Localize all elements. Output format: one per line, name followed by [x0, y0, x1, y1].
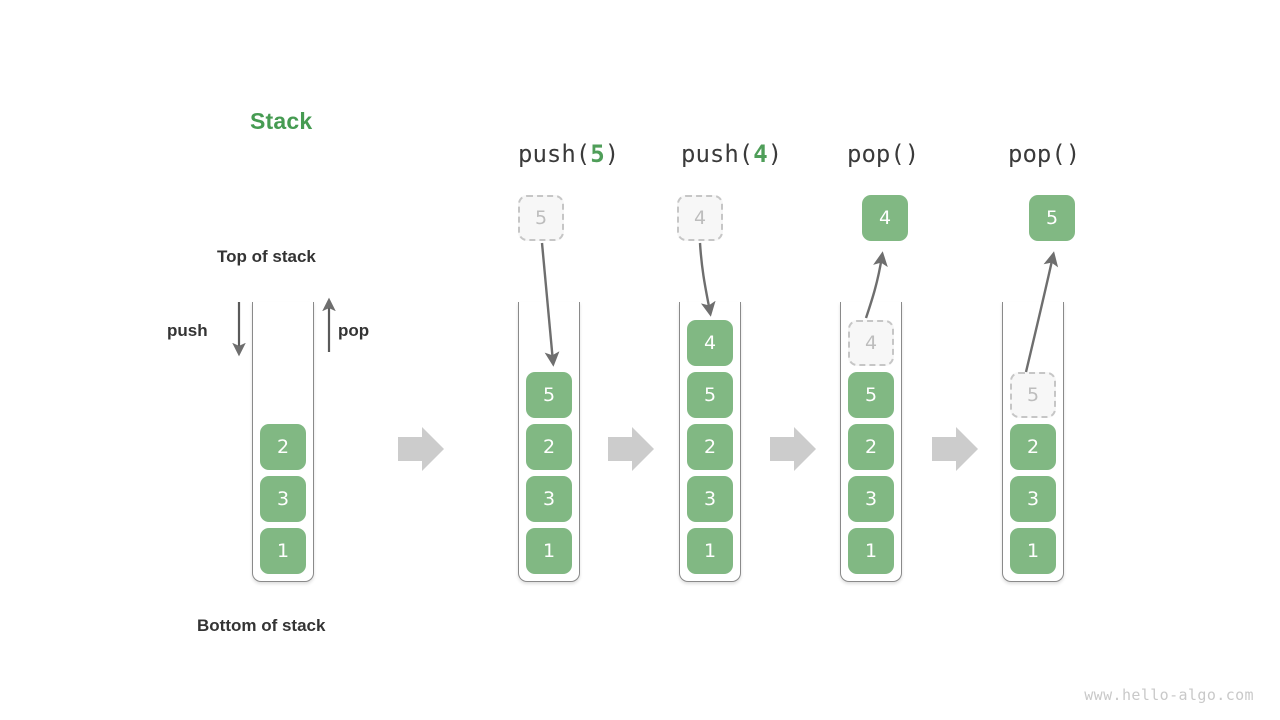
transition-arrow-1 — [398, 427, 444, 471]
operation-caption-push-4: push(4) — [681, 140, 782, 168]
stack-cell: 4 — [687, 320, 733, 366]
removed-element-ghost: 4 — [848, 320, 894, 366]
push-label: push — [167, 321, 208, 340]
stack-cell: 3 — [260, 476, 306, 522]
stack-cell: 2 — [1010, 424, 1056, 470]
stack-cell: 5 — [526, 372, 572, 418]
incoming-element: 4 — [677, 195, 723, 241]
stack-cell: 2 — [848, 424, 894, 470]
caption-argument: 5 — [590, 140, 605, 168]
stack-cell: 2 — [687, 424, 733, 470]
bottom-of-stack-label: Bottom of stack — [197, 616, 326, 635]
stack-cell: 1 — [1010, 528, 1056, 574]
watermark: www.hello-algo.com — [1084, 686, 1254, 704]
stack-cell: 1 — [260, 528, 306, 574]
stack-cell: 5 — [687, 372, 733, 418]
caption-argument: 4 — [753, 140, 768, 168]
transition-arrow-2 — [608, 427, 654, 471]
removed-element-ghost: 5 — [1010, 372, 1056, 418]
transition-arrow-3 — [770, 427, 816, 471]
stack-cell: 2 — [260, 424, 306, 470]
operation-caption-pop-1: pop() — [847, 140, 920, 168]
popped-element: 4 — [862, 195, 908, 241]
stack-cell: 3 — [848, 476, 894, 522]
operation-caption-push-5: push(5) — [518, 140, 619, 168]
stack-cell: 5 — [848, 372, 894, 418]
page-title: Stack — [250, 108, 313, 134]
stack-cell: 1 — [848, 528, 894, 574]
popped-element: 5 — [1029, 195, 1075, 241]
caption-suffix: ) — [604, 140, 620, 168]
stack-cell: 3 — [687, 476, 733, 522]
stack-cell: 3 — [1010, 476, 1056, 522]
stack-cell: 2 — [526, 424, 572, 470]
stack-cell: 1 — [526, 528, 572, 574]
pop-label: pop — [338, 321, 370, 340]
caption-text: push( — [681, 140, 754, 168]
top-of-stack-label: Top of stack — [217, 247, 316, 266]
transition-arrow-4 — [932, 427, 978, 471]
caption-text: push( — [518, 140, 591, 168]
stack-cell: 1 — [687, 528, 733, 574]
caption-suffix: ) — [767, 140, 783, 168]
stack-cell: 3 — [526, 476, 572, 522]
incoming-element: 5 — [518, 195, 564, 241]
operation-caption-pop-2: pop() — [1008, 140, 1081, 168]
